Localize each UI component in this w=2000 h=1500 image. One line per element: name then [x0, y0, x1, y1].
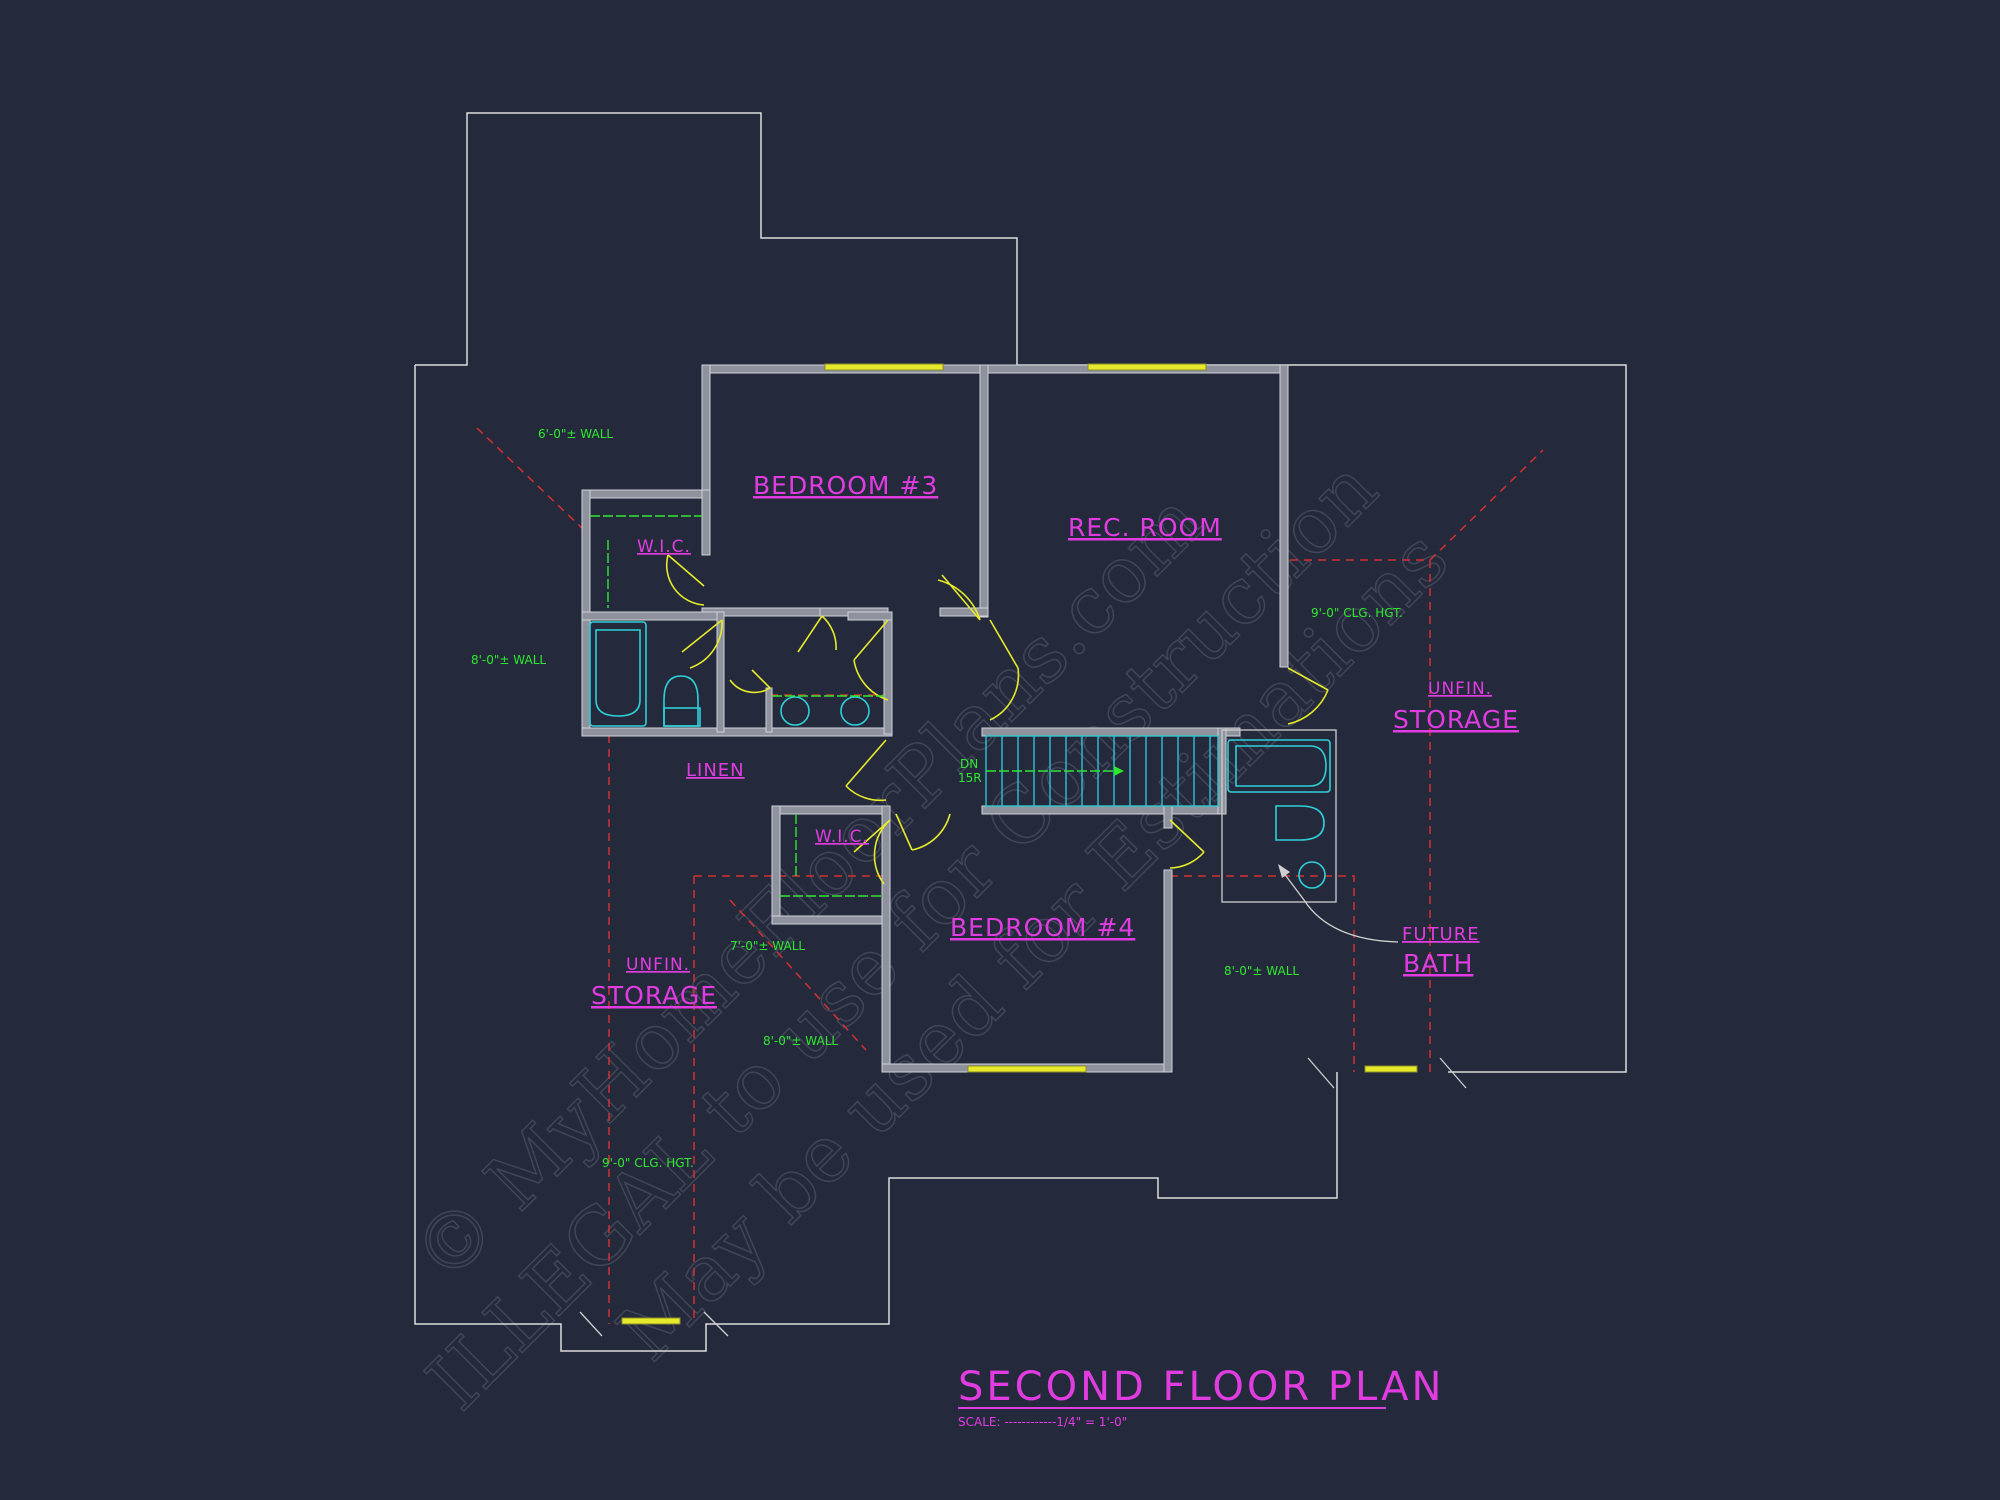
stair-arrow-head — [1114, 766, 1124, 776]
stair-riser-label: 15R — [958, 771, 982, 785]
window-jamb-1 — [1307, 1057, 1335, 1089]
label-bath: BATH — [1403, 949, 1473, 978]
doors — [665, 554, 1329, 885]
door-bed4 — [895, 813, 951, 851]
wall-stair-south — [981, 805, 1223, 815]
wall-vanity-east — [883, 611, 893, 735]
future-bath-leader-arrow — [1278, 864, 1290, 878]
label-future: FUTURE — [1402, 924, 1480, 945]
note-clg-9-left: 9'-0" CLG. HGT. — [602, 1156, 694, 1170]
label-unfin-right: UNFIN. — [1428, 679, 1492, 699]
window-rec — [1087, 363, 1207, 371]
wall-wic2-south — [771, 915, 891, 925]
wall-bed4-east-upper — [1163, 805, 1173, 829]
note-wall-8-mid: 8'-0"± WALL — [763, 1034, 838, 1048]
title-scale: SCALE: ------------1/4" = 1'-0" — [958, 1415, 1127, 1429]
toilet-hall-tank — [663, 707, 701, 727]
wall-vanity-divider — [765, 687, 773, 733]
label-linen: LINEN — [686, 760, 745, 781]
dash-left-diagonal-top — [476, 427, 585, 531]
window-bed3 — [824, 363, 944, 371]
wall-wic-east — [701, 489, 711, 556]
note-wall-8-right: 8'-0"± WALL — [1224, 964, 1299, 978]
stair-direction-label: DN — [960, 757, 978, 771]
closet-shelves — [590, 515, 882, 897]
wall-bed3-rec — [979, 364, 989, 618]
dash-lower-left-diagonal — [729, 899, 867, 1051]
note-wall-6: 6'-0"± WALL — [538, 427, 613, 441]
sink-1 — [780, 696, 810, 726]
door-rec-hall — [937, 574, 981, 621]
watermark: © MyHomeFloorPlans.com ILLEGAL to use fo… — [396, 443, 1467, 1429]
wall-bath-north — [581, 611, 723, 621]
wall-bath-south — [581, 727, 893, 737]
door-rec-stair — [989, 619, 1020, 721]
window-jamb-2 — [1439, 1057, 1467, 1089]
exterior-outline — [414, 112, 1627, 1352]
door-bed3 — [797, 615, 837, 653]
watermark-line-2: ILLEGAL to use for Construction — [411, 443, 1395, 1427]
toilet-hall — [663, 675, 699, 727]
wall-stair-north — [981, 727, 1223, 737]
sink-2 — [840, 696, 870, 726]
dash-right-diagonal — [1429, 449, 1544, 561]
door-hall-a — [853, 619, 889, 701]
label-unfin-left: UNFIN. — [626, 955, 690, 975]
label-storage-left: STORAGE — [591, 981, 717, 1010]
window-storage-left — [621, 1317, 681, 1325]
future-bath-box — [1221, 729, 1337, 903]
note-clg-9-right: 9'-0" CLG. HGT. — [1311, 606, 1403, 620]
room-labels: BEDROOM #3 REC. ROOM BEDROOM #4 W.I.C. W… — [591, 471, 1519, 1010]
windows — [579, 363, 1467, 1337]
wall-linen-top — [847, 611, 893, 621]
wall-wic2-west — [771, 805, 781, 925]
note-wall-8-left: 8'-0"± WALL — [471, 653, 546, 667]
door-wic2 — [853, 819, 891, 885]
future-bath-leader — [1279, 867, 1399, 943]
note-wall-7: 7'-0"± WALL — [730, 939, 805, 953]
toilet-future — [1275, 805, 1325, 841]
bathtub-hall — [589, 621, 647, 727]
wall-rec-east — [1279, 364, 1289, 668]
fixtures — [589, 621, 1337, 903]
outline-upper-left — [415, 112, 1627, 1073]
outline-right-lower — [414, 365, 1338, 1352]
wall-wic-top — [581, 489, 711, 499]
window-storage-right — [1364, 1065, 1418, 1073]
title-main: SECOND FLOOR PLAN — [958, 1364, 1444, 1410]
label-rec-room: REC. ROOM — [1068, 513, 1222, 542]
bathtub-future-inner — [1235, 745, 1327, 787]
drawing-title: SECOND FLOOR PLAN SCALE: ------------1/4… — [958, 1364, 1444, 1429]
label-bedroom-4: BEDROOM #4 — [950, 913, 1135, 942]
door-bed4-bath — [1169, 819, 1205, 869]
wall-bed3-south-3 — [939, 607, 989, 617]
sink-future — [1298, 861, 1326, 889]
door-bath — [681, 619, 723, 669]
label-wic-upper: W.I.C. — [637, 537, 691, 557]
wall-bath-divider — [716, 611, 725, 733]
door-linen — [845, 739, 887, 802]
wall-wic2-top — [771, 805, 891, 815]
label-wic-lower: W.I.C. — [815, 827, 869, 847]
label-storage-right: STORAGE — [1393, 705, 1519, 734]
ceiling-lines — [476, 427, 1544, 1324]
window-jamb-4 — [703, 1311, 729, 1337]
wall-bed4-east — [1163, 869, 1173, 1073]
wall-bed3-west — [701, 364, 711, 493]
bathtub-hall-inner — [595, 629, 641, 717]
window-jamb-3 — [579, 1311, 603, 1337]
bathtub-future — [1227, 739, 1331, 793]
wall-bed4-west — [881, 805, 891, 1071]
door-toilet — [729, 669, 771, 694]
staircase: DN 15R — [958, 735, 1219, 807]
label-bedroom-3: BEDROOM #3 — [753, 471, 938, 500]
dash-future-bath — [1170, 875, 1355, 1072]
door-rec-east — [1287, 667, 1329, 725]
dimension-notes: 6'-0"± WALL 8'-0"± WALL 9'-0" CLG. HGT. … — [471, 427, 1403, 1170]
door-wic-bed3 — [665, 554, 705, 606]
window-bed4 — [967, 1065, 1087, 1073]
